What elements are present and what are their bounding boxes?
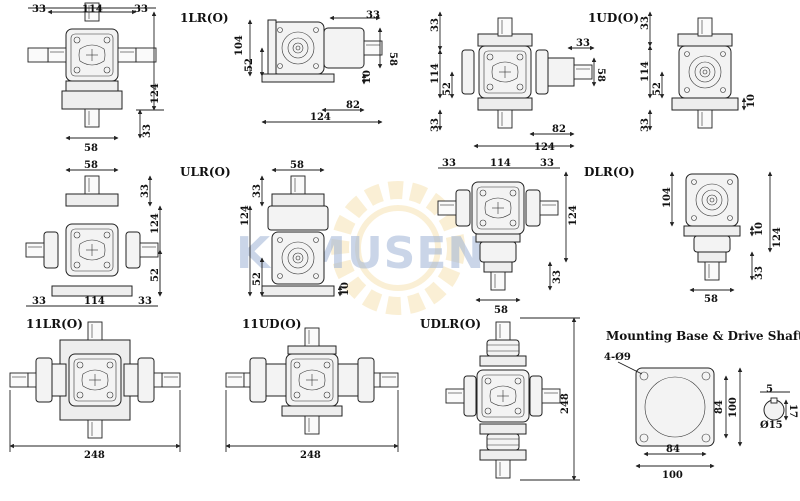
- dim-1ud-side-top: 33: [640, 16, 651, 30]
- dim-mount-outer-h: 100: [728, 397, 739, 418]
- dim-width: 114: [82, 4, 103, 15]
- dim-1ud-height: 114: [430, 63, 441, 84]
- dim-1lr-height: 104: [234, 35, 245, 56]
- dim-shaft-h: 17: [787, 404, 798, 418]
- view-dlr-side: [669, 171, 773, 293]
- view-11ud: [225, 327, 399, 452]
- dim-1ud-offset: 82: [552, 124, 566, 135]
- dim-mount-outer: 100: [662, 470, 683, 481]
- mount-title: Mounting Base & Drive Shaft: [606, 329, 800, 343]
- dim-base2-base: 58: [84, 160, 98, 171]
- dim-dlrf-width: 114: [490, 158, 511, 169]
- dim-11lr-length: 248: [84, 450, 105, 461]
- dim-base2-center: 52: [150, 268, 161, 282]
- view-mount-base: [617, 361, 743, 469]
- view-1lr: [247, 15, 383, 125]
- view-dlr-front: [437, 167, 569, 303]
- dim-ulr-top: 33: [252, 184, 263, 198]
- dim-dlrf-bottom: 33: [552, 270, 563, 284]
- dim-base2-shaft: 33: [140, 184, 151, 198]
- dim-1ud-shaft-dia: 58: [595, 68, 606, 82]
- dim-dlrf-shaft-right: 33: [540, 158, 554, 169]
- dim-1lr-base-h: 10: [362, 70, 373, 84]
- dim-base2-width: 114: [84, 296, 105, 307]
- dim-1ud-side-bottom: 33: [640, 118, 651, 132]
- label-1lr: 1LR(O): [180, 11, 229, 25]
- dim-shaft-top: 33: [32, 4, 46, 15]
- dim-dlrf-base: 58: [494, 305, 508, 316]
- dim-1ud-side-center: 52: [652, 82, 663, 96]
- dim-1ud-bottom: 33: [430, 118, 441, 132]
- dim-udlr-height: 248: [560, 393, 571, 414]
- dim-height: 124: [150, 83, 161, 104]
- dim-1lr-length: 124: [310, 112, 331, 123]
- view-udlr: [445, 317, 580, 481]
- label-ulr: ULR(O): [180, 165, 231, 179]
- dim-shaft-right: 33: [134, 4, 148, 15]
- dim-ulr-height: 124: [240, 205, 251, 226]
- dim-1lr-shaft-dia: 58: [387, 52, 398, 66]
- dim-1ud-center: 52: [442, 82, 453, 96]
- dim-base: 58: [84, 143, 98, 154]
- dim-ulr-base: 58: [290, 160, 304, 171]
- label-dlr: DLR(O): [584, 165, 635, 179]
- dim-dlrf-shaft-left: 33: [442, 158, 456, 169]
- dim-base2-shaft-left: 33: [32, 296, 46, 307]
- dim-ulr-center: 52: [252, 272, 263, 286]
- label-1ud: 1UD(O): [588, 11, 639, 25]
- dim-dlr-height: 104: [662, 187, 673, 208]
- view-base-2: [25, 167, 163, 307]
- dim-1lr-shaft: 33: [366, 10, 380, 21]
- dim-ulr-base-h: 10: [340, 282, 351, 296]
- dim-dlrf-height: 124: [568, 205, 579, 226]
- view-1ud-front: [437, 11, 597, 149]
- view-drive-shaft: [760, 391, 790, 421]
- label-udlr: UDLR(O): [420, 317, 481, 331]
- watermark-gear-icon: [331, 181, 465, 315]
- dim-dlr-bottom: 33: [754, 266, 765, 280]
- dim-shaft-key: 5: [766, 384, 773, 395]
- dim-11ud-length: 248: [300, 450, 321, 461]
- view-ulr: [247, 167, 343, 297]
- label-11ud: 11UD(O): [242, 317, 301, 331]
- dim-mount-holes: 4-Ø9: [604, 352, 631, 363]
- view-base-front: [27, 2, 164, 141]
- view-1ud-side: [647, 11, 747, 131]
- dim-dlr-total: 124: [772, 227, 783, 248]
- dim-base2-shaft-right: 33: [138, 296, 152, 307]
- dim-1ud-length: 124: [534, 142, 555, 153]
- dim-mount-inner-h: 84: [714, 400, 725, 414]
- dim-dlr-base: 58: [704, 294, 718, 305]
- dim-1lr-center: 52: [244, 58, 255, 72]
- dim-1ud-shaft: 33: [576, 38, 590, 49]
- dim-shaft-bottom: 33: [142, 124, 153, 138]
- dim-1ud-side-height: 114: [640, 61, 651, 82]
- dim-1ud-top: 33: [430, 18, 441, 32]
- dim-dlr-base-h: 10: [754, 222, 765, 236]
- view-11lr: [9, 321, 181, 452]
- label-11lr: 11LR(O): [26, 317, 83, 331]
- dim-base2-height: 124: [150, 213, 161, 234]
- dim-1ud-side-base-h: 10: [746, 94, 757, 108]
- dim-1lr-offset: 82: [346, 100, 360, 111]
- dim-shaft-dia: Ø15: [760, 420, 783, 431]
- dim-mount-inner: 84: [666, 444, 680, 455]
